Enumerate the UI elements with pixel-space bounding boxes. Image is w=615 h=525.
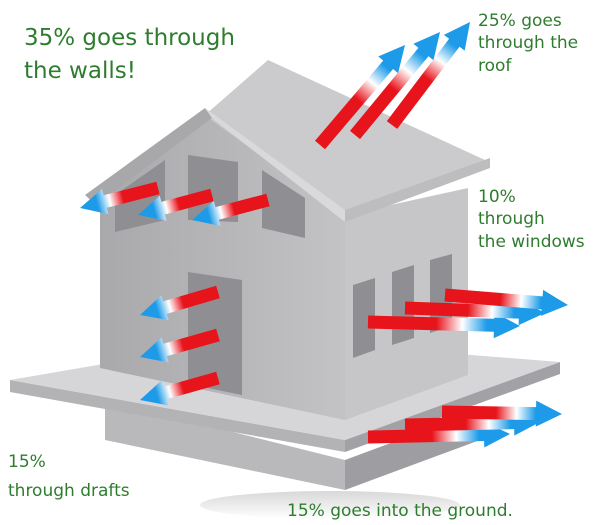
basement-front	[105, 400, 345, 490]
drafts-label: 15% through drafts	[8, 452, 130, 501]
window-heat-arrow	[367, 312, 520, 339]
roof-slope	[205, 60, 485, 218]
wall-heat-arrow	[80, 181, 160, 215]
ground-shadow	[200, 491, 460, 519]
wall-heat-arrow	[138, 188, 214, 221]
platform-front-edge	[10, 380, 345, 452]
door-heat-arrow	[140, 371, 220, 406]
ground-heat-arrow	[404, 409, 540, 436]
ground-heat-arrow	[441, 400, 562, 427]
roof-heat-arrow	[350, 32, 440, 140]
walls-label: 35% goes through the walls!	[24, 25, 235, 85]
window-heat-arrow	[444, 288, 568, 316]
roof-left-edge	[85, 108, 212, 205]
ground-label: 15% goes into the ground.	[287, 501, 513, 521]
wall-heat-arrow	[192, 193, 270, 226]
roof-heat-arrow	[315, 45, 405, 150]
door-heat-arrow	[140, 285, 220, 321]
roof-heat-arrow	[386, 22, 470, 129]
windows-label: 10% through the windows	[478, 187, 585, 252]
ground-heat-arrow	[367, 421, 510, 448]
door-heat-arrow	[140, 328, 220, 363]
side-window-1	[353, 278, 375, 358]
heat-arrows	[80, 22, 568, 448]
gable-window-right	[262, 170, 305, 238]
roof-label: 25% goes through the roof	[478, 11, 579, 76]
roof-fascia	[345, 158, 490, 222]
roof-front-edge	[205, 108, 345, 222]
